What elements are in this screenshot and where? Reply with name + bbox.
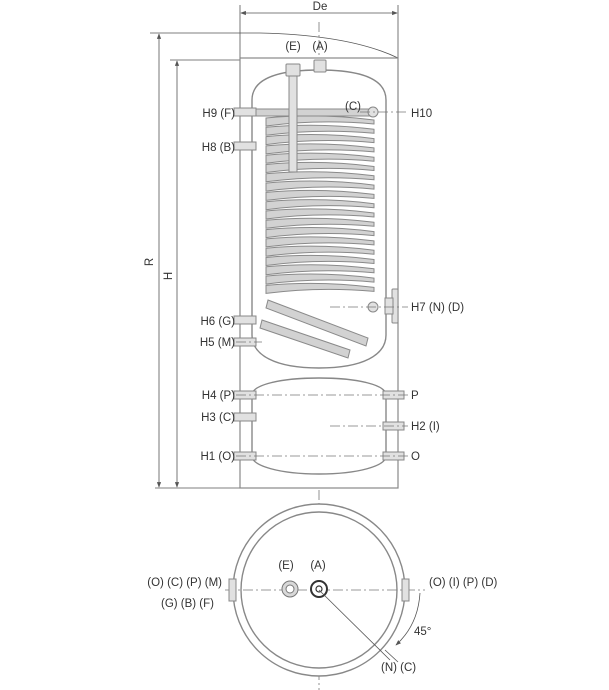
plan-left-stub	[228, 578, 237, 602]
elevation-view: De R H (E) (A)	[144, 1, 464, 690]
plan-label-right-row: (O) (I) (P) (D)	[429, 577, 498, 589]
plan-label-left-row2: (G) (B) (F)	[161, 598, 214, 610]
plan-label-a: (A)	[310, 560, 326, 572]
lower-chamber	[251, 377, 387, 475]
plan-45-line	[318, 589, 391, 661]
coil-diagonal-pipe	[265, 299, 369, 347]
coil-turn	[265, 171, 375, 183]
coil-turn	[265, 208, 375, 220]
left-connection-stub	[233, 107, 257, 117]
label-h3: H3 (C)	[201, 412, 235, 424]
plan-label-left-row1: (O) (C) (P) (M)	[147, 577, 222, 589]
flange-h7	[384, 288, 399, 324]
plan-nc-leader	[384, 649, 399, 663]
coil-turn	[265, 254, 375, 267]
plan-view: (E) (A) 45° (N) (C) (O) (C) (P) (M) (G) …	[147, 503, 498, 677]
coil-turn	[265, 264, 375, 276]
label-c: (C)	[345, 101, 361, 113]
plan-right-stub	[401, 578, 410, 602]
coil-turn	[265, 217, 375, 229]
coil-turn	[265, 189, 375, 201]
label-e-top: (E)	[285, 41, 301, 53]
r-label: R	[144, 258, 156, 266]
label-p: P	[411, 390, 419, 402]
coil-turn	[265, 273, 375, 285]
coil-turn	[265, 227, 375, 239]
coil-turn	[265, 180, 375, 192]
label-h2: H2 (I)	[411, 421, 440, 433]
label-h9: H9 (F)	[202, 108, 235, 120]
label-h4: H4 (P)	[202, 390, 235, 402]
plan-label-bottom: (N) (C)	[381, 662, 416, 674]
coil-turn	[265, 245, 375, 257]
plan-label-e: (E)	[278, 560, 294, 572]
label-h10: H10	[411, 108, 432, 120]
de-label: De	[313, 1, 328, 13]
coil-diagonal-pipe	[259, 319, 351, 359]
height-dimensions: R H	[144, 32, 399, 489]
plan-45-arc	[395, 592, 421, 646]
label-h6: H6 (G)	[201, 316, 236, 328]
left-connection-stub	[233, 141, 257, 151]
left-connection-stub	[233, 315, 257, 325]
coil-turn	[265, 282, 375, 294]
label-h7: H7 (N) (D)	[411, 302, 464, 314]
sensor-pocket-e	[285, 63, 301, 173]
label-h5: H5 (M)	[200, 337, 235, 349]
coil-turn	[265, 236, 375, 248]
label-o: O	[411, 451, 420, 463]
label-h1: H1 (O)	[201, 451, 236, 463]
heat-exchanger-coil	[251, 108, 375, 359]
pipe-a-stub	[313, 59, 327, 73]
de-dimension: De	[239, 1, 399, 58]
coil-turn	[265, 199, 375, 211]
plan-label-angle: 45°	[414, 626, 431, 638]
label-h8: H8 (B)	[202, 142, 235, 154]
plan-fitting-a	[310, 580, 328, 598]
left-connection-stub	[233, 412, 257, 422]
plan-fitting-e	[281, 580, 299, 598]
label-a-top: (A)	[312, 41, 328, 53]
h-label: H	[163, 272, 175, 280]
